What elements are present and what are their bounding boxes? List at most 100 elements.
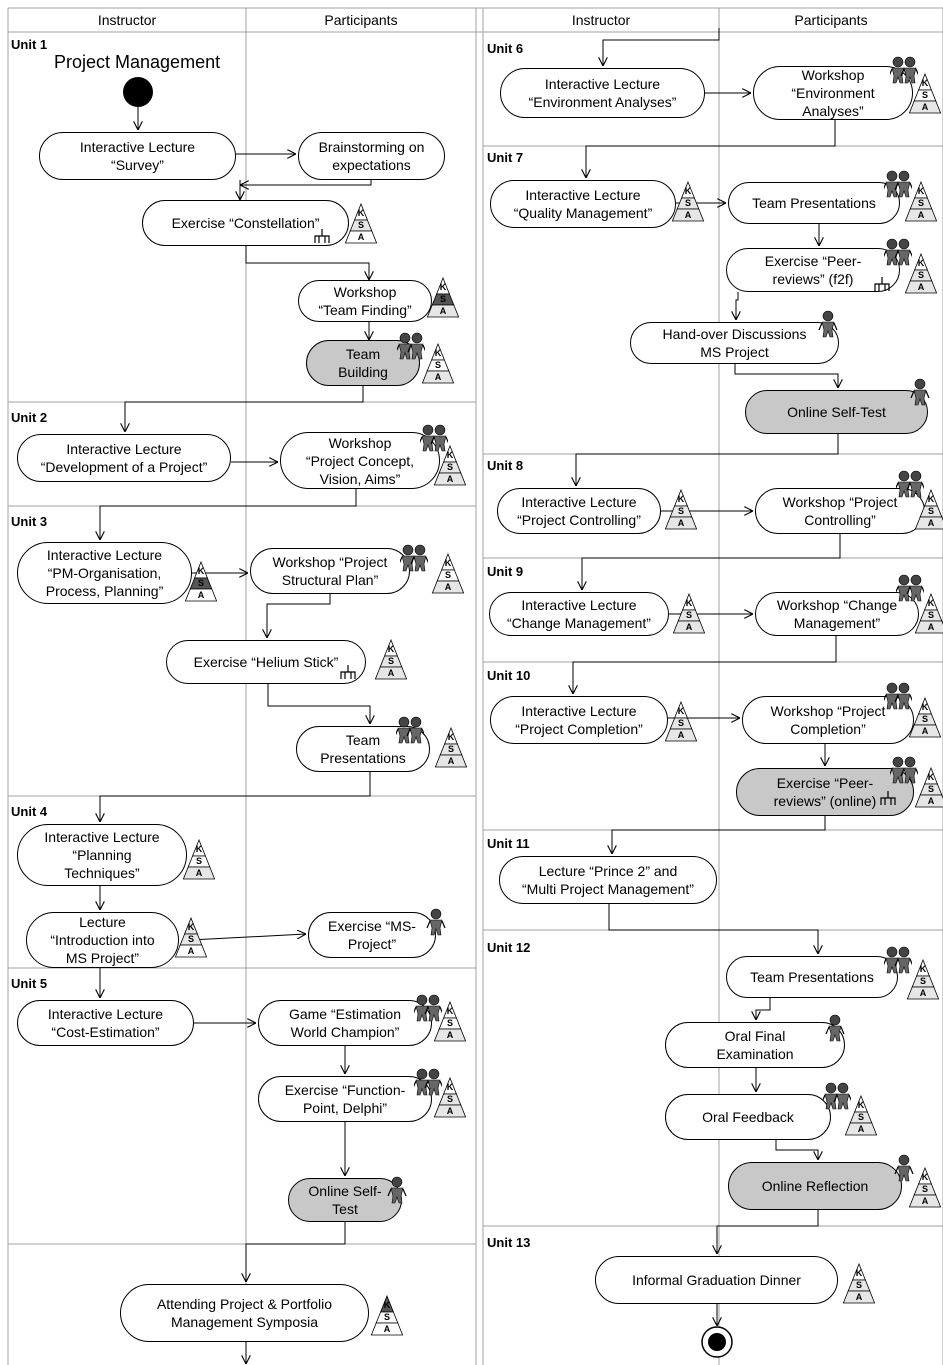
activity-change-workshop[interactable]: Workshop “Change Management” bbox=[755, 592, 919, 636]
svg-text:A: A bbox=[922, 1196, 929, 1206]
activity-intro-ms-project[interactable]: Lecture “Introduction into MS Project” bbox=[26, 912, 179, 968]
single-person-icon bbox=[910, 378, 930, 406]
svg-text:A: A bbox=[445, 582, 452, 592]
ksa-pyramid-icon: KSA bbox=[904, 180, 938, 222]
activity-environment-workshop[interactable]: Workshop “Environment Analyses” bbox=[753, 66, 913, 120]
unit-label-8: Unit 8 bbox=[487, 458, 524, 473]
tool-icon bbox=[340, 665, 356, 679]
svg-text:K: K bbox=[198, 566, 205, 576]
svg-text:K: K bbox=[447, 450, 454, 460]
start-node bbox=[123, 77, 153, 107]
activity-function-point[interactable]: Exercise “Function- Point, Delphi” bbox=[258, 1076, 432, 1122]
activity-structural-plan[interactable]: Workshop “Project Structural Plan” bbox=[250, 548, 410, 594]
two-people-icon bbox=[890, 56, 918, 84]
diagram-title: Project Management bbox=[54, 52, 221, 72]
svg-text:A: A bbox=[447, 474, 454, 484]
svg-text:S: S bbox=[858, 1112, 864, 1122]
two-people-icon bbox=[884, 682, 912, 710]
activity-controlling-lecture[interactable]: Interactive Lecture “Project Controlling… bbox=[497, 488, 661, 534]
activity-change-lecture[interactable]: Interactive Lecture “Change Management” bbox=[489, 592, 669, 636]
ksa-pyramid-icon: KSA bbox=[914, 592, 943, 634]
svg-text:K: K bbox=[928, 772, 935, 782]
activity-environment-lecture[interactable]: Interactive Lecture “Environment Analyse… bbox=[500, 68, 705, 118]
activity-peer-reviews-f2f[interactable]: Exercise “Peer- reviews” (f2f) bbox=[726, 248, 900, 292]
svg-text:K: K bbox=[384, 1300, 391, 1310]
connector-arrow bbox=[100, 489, 357, 540]
activity-brainstorming[interactable]: Brainstorming on expectations bbox=[298, 132, 445, 180]
svg-text:A: A bbox=[922, 726, 929, 736]
connector-arrow bbox=[734, 364, 838, 388]
activity-oral-final-exam[interactable]: Oral Final Examination bbox=[665, 1022, 845, 1068]
activity-online-self-test-u7[interactable]: Online Self-Test bbox=[745, 390, 928, 434]
svg-text:K: K bbox=[188, 922, 195, 932]
activity-symposia[interactable]: Attending Project & Portfolio Management… bbox=[120, 1284, 369, 1342]
svg-text:S: S bbox=[678, 506, 684, 516]
activity-completion-lecture[interactable]: Interactive Lecture “Project Completion” bbox=[490, 696, 668, 744]
ksa-pyramid-icon: KSA bbox=[184, 560, 218, 602]
two-people-icon bbox=[884, 946, 912, 974]
activity-planning-techniques[interactable]: Interactive Lecture “Planning Techniques… bbox=[17, 824, 187, 886]
svg-text:A: A bbox=[198, 590, 205, 600]
activity-survey[interactable]: Interactive Lecture “Survey” bbox=[39, 132, 236, 180]
svg-text:S: S bbox=[918, 270, 924, 280]
activity-hand-over-discussions[interactable]: Hand-over Discussions MS Project bbox=[630, 322, 839, 364]
svg-text:K: K bbox=[920, 964, 927, 974]
lane-header-participants-left: Participants bbox=[324, 12, 398, 28]
svg-text:A: A bbox=[196, 868, 203, 878]
svg-text:A: A bbox=[435, 372, 442, 382]
ksa-pyramid-icon: KSA bbox=[904, 252, 938, 294]
unit-label-1: Unit 1 bbox=[11, 37, 48, 52]
activity-quality-management[interactable]: Interactive Lecture “Quality Management” bbox=[490, 180, 676, 228]
activity-team-presentations-u12[interactable]: Team Presentations bbox=[726, 956, 898, 998]
activity-oral-feedback[interactable]: Oral Feedback bbox=[665, 1094, 831, 1140]
activity-completion-workshop[interactable]: Workshop “Project Completion” bbox=[742, 696, 914, 744]
ksa-pyramid-icon: KSA bbox=[421, 342, 455, 384]
activity-ms-project-exercise[interactable]: Exercise “MS- Project” bbox=[308, 912, 436, 958]
connector-arrow bbox=[245, 246, 369, 280]
svg-text:A: A bbox=[678, 730, 685, 740]
activity-prince2-lecture[interactable]: Lecture “Prince 2” and “Multi Project Ma… bbox=[499, 856, 717, 904]
activity-team-finding[interactable]: Workshop “Team Finding” bbox=[298, 280, 432, 322]
ksa-pyramid-icon: KSA bbox=[914, 766, 943, 808]
connector-arrow bbox=[267, 594, 331, 638]
unit-label-9: Unit 9 bbox=[487, 564, 524, 579]
svg-text:S: S bbox=[445, 570, 451, 580]
single-person-icon bbox=[894, 1154, 914, 1182]
svg-text:A: A bbox=[922, 102, 929, 112]
activity-graduation-dinner[interactable]: Informal Graduation Dinner bbox=[595, 1256, 838, 1304]
two-people-icon bbox=[414, 994, 442, 1022]
ksa-pyramid-icon: KSA bbox=[433, 1000, 467, 1042]
activity-cost-estimation[interactable]: Interactive Lecture “Cost-Estimation” bbox=[17, 1000, 194, 1046]
activity-peer-reviews-online[interactable]: Exercise “Peer- reviews” (online) bbox=[736, 768, 914, 816]
unit-label-5: Unit 5 bbox=[11, 976, 48, 991]
activity-controlling-workshop[interactable]: Workshop “Project Controlling” bbox=[755, 488, 925, 534]
activity-team-presentations-u7[interactable]: Team Presentations bbox=[728, 182, 900, 224]
ksa-pyramid-icon: KSA bbox=[433, 1076, 467, 1118]
svg-text:S: S bbox=[188, 934, 194, 944]
ksa-pyramid-icon: KSA bbox=[908, 696, 942, 738]
svg-text:A: A bbox=[388, 668, 395, 678]
activity-pm-organisation[interactable]: Interactive Lecture “PM-Organisation, Pr… bbox=[17, 542, 192, 604]
activity-helium-stick[interactable]: Exercise “Helium Stick” bbox=[166, 640, 366, 684]
activity-online-self-test-u5[interactable]: Online Self- Test bbox=[288, 1178, 402, 1222]
connector-arrow bbox=[603, 28, 720, 66]
ksa-pyramid-icon: KSA bbox=[844, 1094, 878, 1136]
two-people-icon bbox=[890, 756, 918, 784]
ksa-pyramid-icon: KSA bbox=[842, 1262, 876, 1304]
activity-project-concept[interactable]: Workshop “Project Concept, Vision, Aims” bbox=[280, 432, 440, 489]
svg-text:S: S bbox=[856, 1280, 862, 1290]
activity-estimation-game[interactable]: Game “Estimation World Champion” bbox=[258, 1000, 432, 1046]
two-people-icon bbox=[420, 424, 448, 452]
activity-online-reflection[interactable]: Online Reflection bbox=[728, 1162, 902, 1210]
unit-label-12: Unit 12 bbox=[487, 940, 531, 955]
two-people-icon bbox=[884, 170, 912, 198]
single-person-icon bbox=[825, 1014, 845, 1042]
svg-text:A: A bbox=[918, 282, 925, 292]
unit-label-10: Unit 10 bbox=[487, 668, 531, 683]
two-people-icon bbox=[397, 332, 425, 360]
svg-text:A: A bbox=[448, 756, 455, 766]
activity-development-of-project[interactable]: Interactive Lecture “Development of a Pr… bbox=[17, 434, 231, 482]
unit-label-7: Unit 7 bbox=[487, 150, 524, 165]
svg-text:S: S bbox=[196, 856, 202, 866]
svg-text:A: A bbox=[188, 946, 195, 956]
